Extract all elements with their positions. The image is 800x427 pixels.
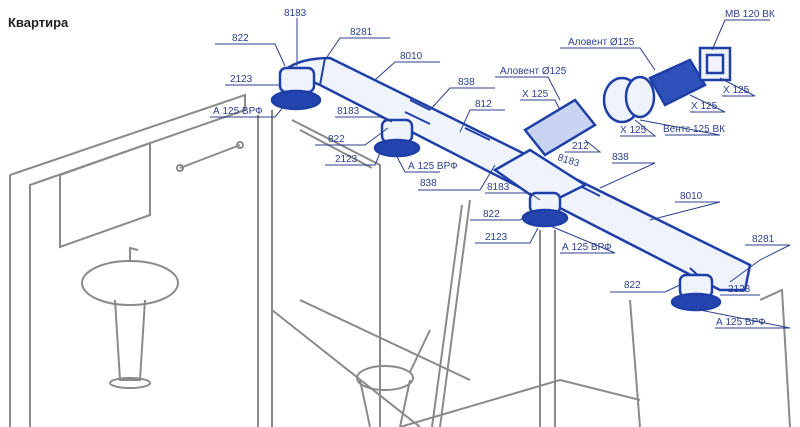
label-822: 822 [328, 134, 345, 145]
flex-duct-1 [523, 98, 597, 157]
label-8183: 8183 [337, 106, 360, 117]
label-mb120vk: MB 120 ВК [725, 9, 775, 20]
room-outline [9, 93, 791, 427]
sink [81, 246, 179, 389]
vent-a125-1 [270, 66, 322, 111]
toilet [356, 329, 431, 427]
label-alovent: Аловент Ø125 [568, 37, 635, 48]
label-8183: 8183 [284, 8, 307, 19]
label-8010: 8010 [680, 191, 703, 202]
label-8281: 8281 [752, 234, 775, 245]
vent-a125-2 [373, 118, 421, 158]
label-812: 812 [475, 99, 492, 110]
label-822: 822 [483, 209, 500, 220]
label-838: 838 [458, 77, 475, 88]
label-a125-vrf: А 125 ВРФ [562, 242, 612, 253]
label-8183: 8183 [487, 182, 510, 193]
fan-vents-125 [602, 75, 656, 124]
diagram-title: Квартира [8, 15, 69, 30]
label-x125: X 125 [691, 101, 718, 112]
label-2123: 2123 [485, 232, 508, 243]
flex-duct-2 [648, 58, 707, 107]
label-822: 822 [624, 280, 641, 291]
main-duct [282, 56, 752, 292]
label-838: 838 [420, 178, 437, 189]
vent-a125-4 [670, 273, 722, 312]
label-2123: 2123 [230, 74, 253, 85]
vent-a125-3 [521, 191, 569, 228]
label-x125: X 125 [620, 125, 647, 136]
label-x125: X 125 [522, 89, 549, 100]
label-8183: 8183 [556, 152, 581, 169]
mirror [59, 141, 151, 249]
label-8010: 8010 [400, 51, 423, 62]
label-x125: X 125 [723, 85, 750, 96]
grille-mb120 [698, 46, 732, 82]
label-a125-vrf: А 125 ВРФ [213, 106, 263, 117]
label-212: 212 [572, 141, 589, 152]
leader-lines [210, 18, 791, 329]
label-822: 822 [232, 33, 249, 44]
label-838: 838 [612, 152, 629, 163]
label-a125-vrf: А 125 ВРФ [408, 161, 458, 172]
label-a125-vrf: А 125 ВРФ [716, 317, 766, 328]
towel-rail [176, 141, 244, 172]
label-alovent: Аловент Ø125 [500, 66, 567, 77]
label-2123: 2123 [335, 154, 358, 165]
label-vents125vk: Вентс 125 ВК [663, 124, 725, 135]
label-2123: 2123 [728, 284, 751, 295]
label-8281: 8281 [350, 27, 373, 38]
